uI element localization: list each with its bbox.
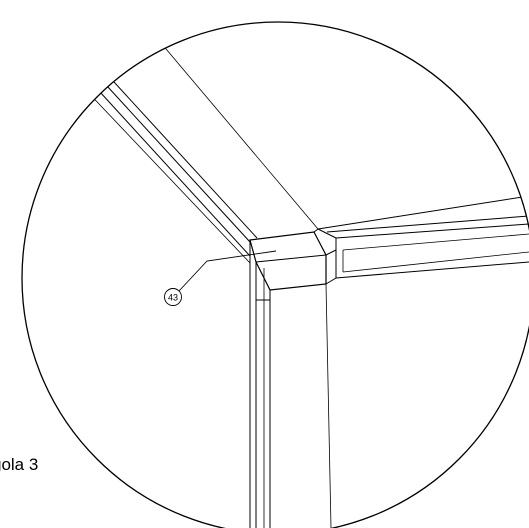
horizontal-profile (317, 195, 529, 279)
diagonal-profile (81, 69, 258, 264)
frame-assembly (81, 29, 529, 528)
callout-label: 43 (168, 293, 178, 303)
detail-circle (21, 21, 529, 528)
callout-bubble (164, 288, 182, 306)
back-edge-line (149, 29, 319, 230)
caption-label: gola 3 (0, 455, 38, 474)
vertical-post (249, 256, 332, 528)
callout-leader-line (178, 250, 277, 292)
corner-connector-block (249, 228, 337, 301)
